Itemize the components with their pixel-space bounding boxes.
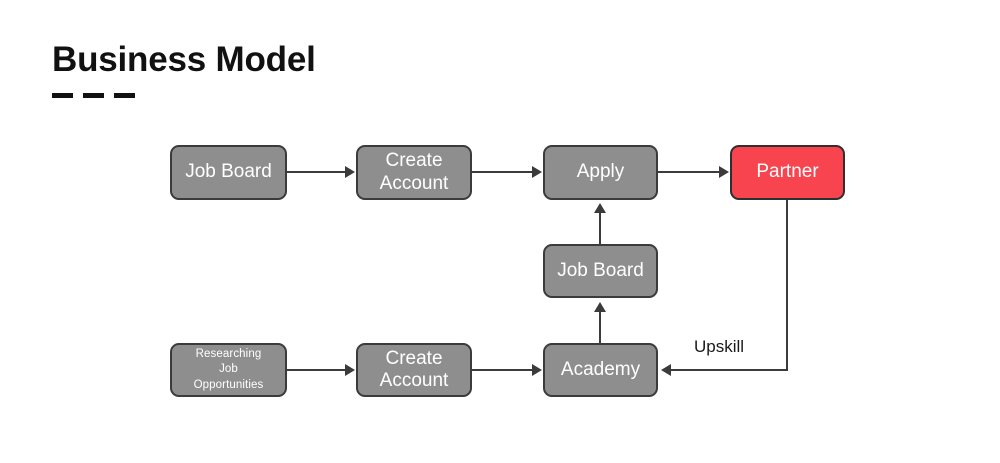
edge-job-board-top-to-create-account-line bbox=[287, 171, 345, 173]
node-create-account-bottom-label: Create Account bbox=[379, 347, 449, 391]
node-partner-label: Partner bbox=[756, 161, 819, 183]
node-researching-job-opportunities-label: Researching Job Opportunities bbox=[193, 348, 264, 391]
edge-job-board-middle-to-apply-arrowhead bbox=[594, 203, 606, 213]
node-academy-label: Academy bbox=[560, 358, 641, 380]
node-job-board-middle[interactable]: Job Board bbox=[543, 244, 658, 298]
edge-apply-to-partner-line bbox=[658, 171, 719, 173]
edge-researching-to-create-account-line bbox=[287, 369, 345, 371]
node-job-board-middle-label: Job Board bbox=[557, 259, 644, 281]
node-job-board-top-label: Job Board bbox=[185, 161, 272, 183]
node-job-board-top[interactable]: Job Board bbox=[170, 145, 287, 200]
edge-label-upskill: Upskill bbox=[694, 337, 745, 356]
divider-dash-3 bbox=[114, 93, 135, 98]
edge-apply-to-partner-arrowhead bbox=[719, 166, 729, 178]
edge-partner-to-academy-arrowhead bbox=[661, 364, 671, 376]
edge-create-account-bottom-to-academy-line bbox=[472, 369, 532, 371]
node-create-account-top-label: Create Account bbox=[379, 150, 449, 194]
divider-dash-1 bbox=[52, 93, 73, 98]
node-create-account-bottom[interactable]: Create Account bbox=[356, 343, 472, 397]
edge-create-account-top-to-apply-arrowhead bbox=[532, 166, 542, 178]
edge-job-board-top-to-create-account-arrowhead bbox=[345, 166, 355, 178]
edge-job-board-middle-to-apply-line bbox=[599, 213, 601, 244]
divider-dash-2 bbox=[83, 93, 104, 98]
page-title: Business Model bbox=[52, 40, 316, 79]
edge-create-account-bottom-to-academy-arrowhead bbox=[532, 364, 542, 376]
node-apply-label: Apply bbox=[576, 161, 625, 183]
edge-partner-to-academy-horizontal-line bbox=[671, 369, 788, 371]
edge-partner-to-academy-vertical-line bbox=[786, 200, 788, 371]
node-apply[interactable]: Apply bbox=[543, 145, 658, 200]
edge-researching-to-create-account-arrowhead bbox=[345, 364, 355, 376]
title-divider-dashes bbox=[52, 93, 135, 98]
node-academy[interactable]: Academy bbox=[543, 343, 658, 397]
node-create-account-top[interactable]: Create Account bbox=[356, 145, 472, 200]
edge-academy-to-job-board-middle-line bbox=[599, 312, 601, 343]
node-partner[interactable]: Partner bbox=[730, 145, 845, 200]
edge-create-account-top-to-apply-line bbox=[472, 171, 532, 173]
node-researching-job-opportunities[interactable]: Researching Job Opportunities bbox=[170, 343, 287, 397]
edge-academy-to-job-board-middle-arrowhead bbox=[594, 302, 606, 312]
